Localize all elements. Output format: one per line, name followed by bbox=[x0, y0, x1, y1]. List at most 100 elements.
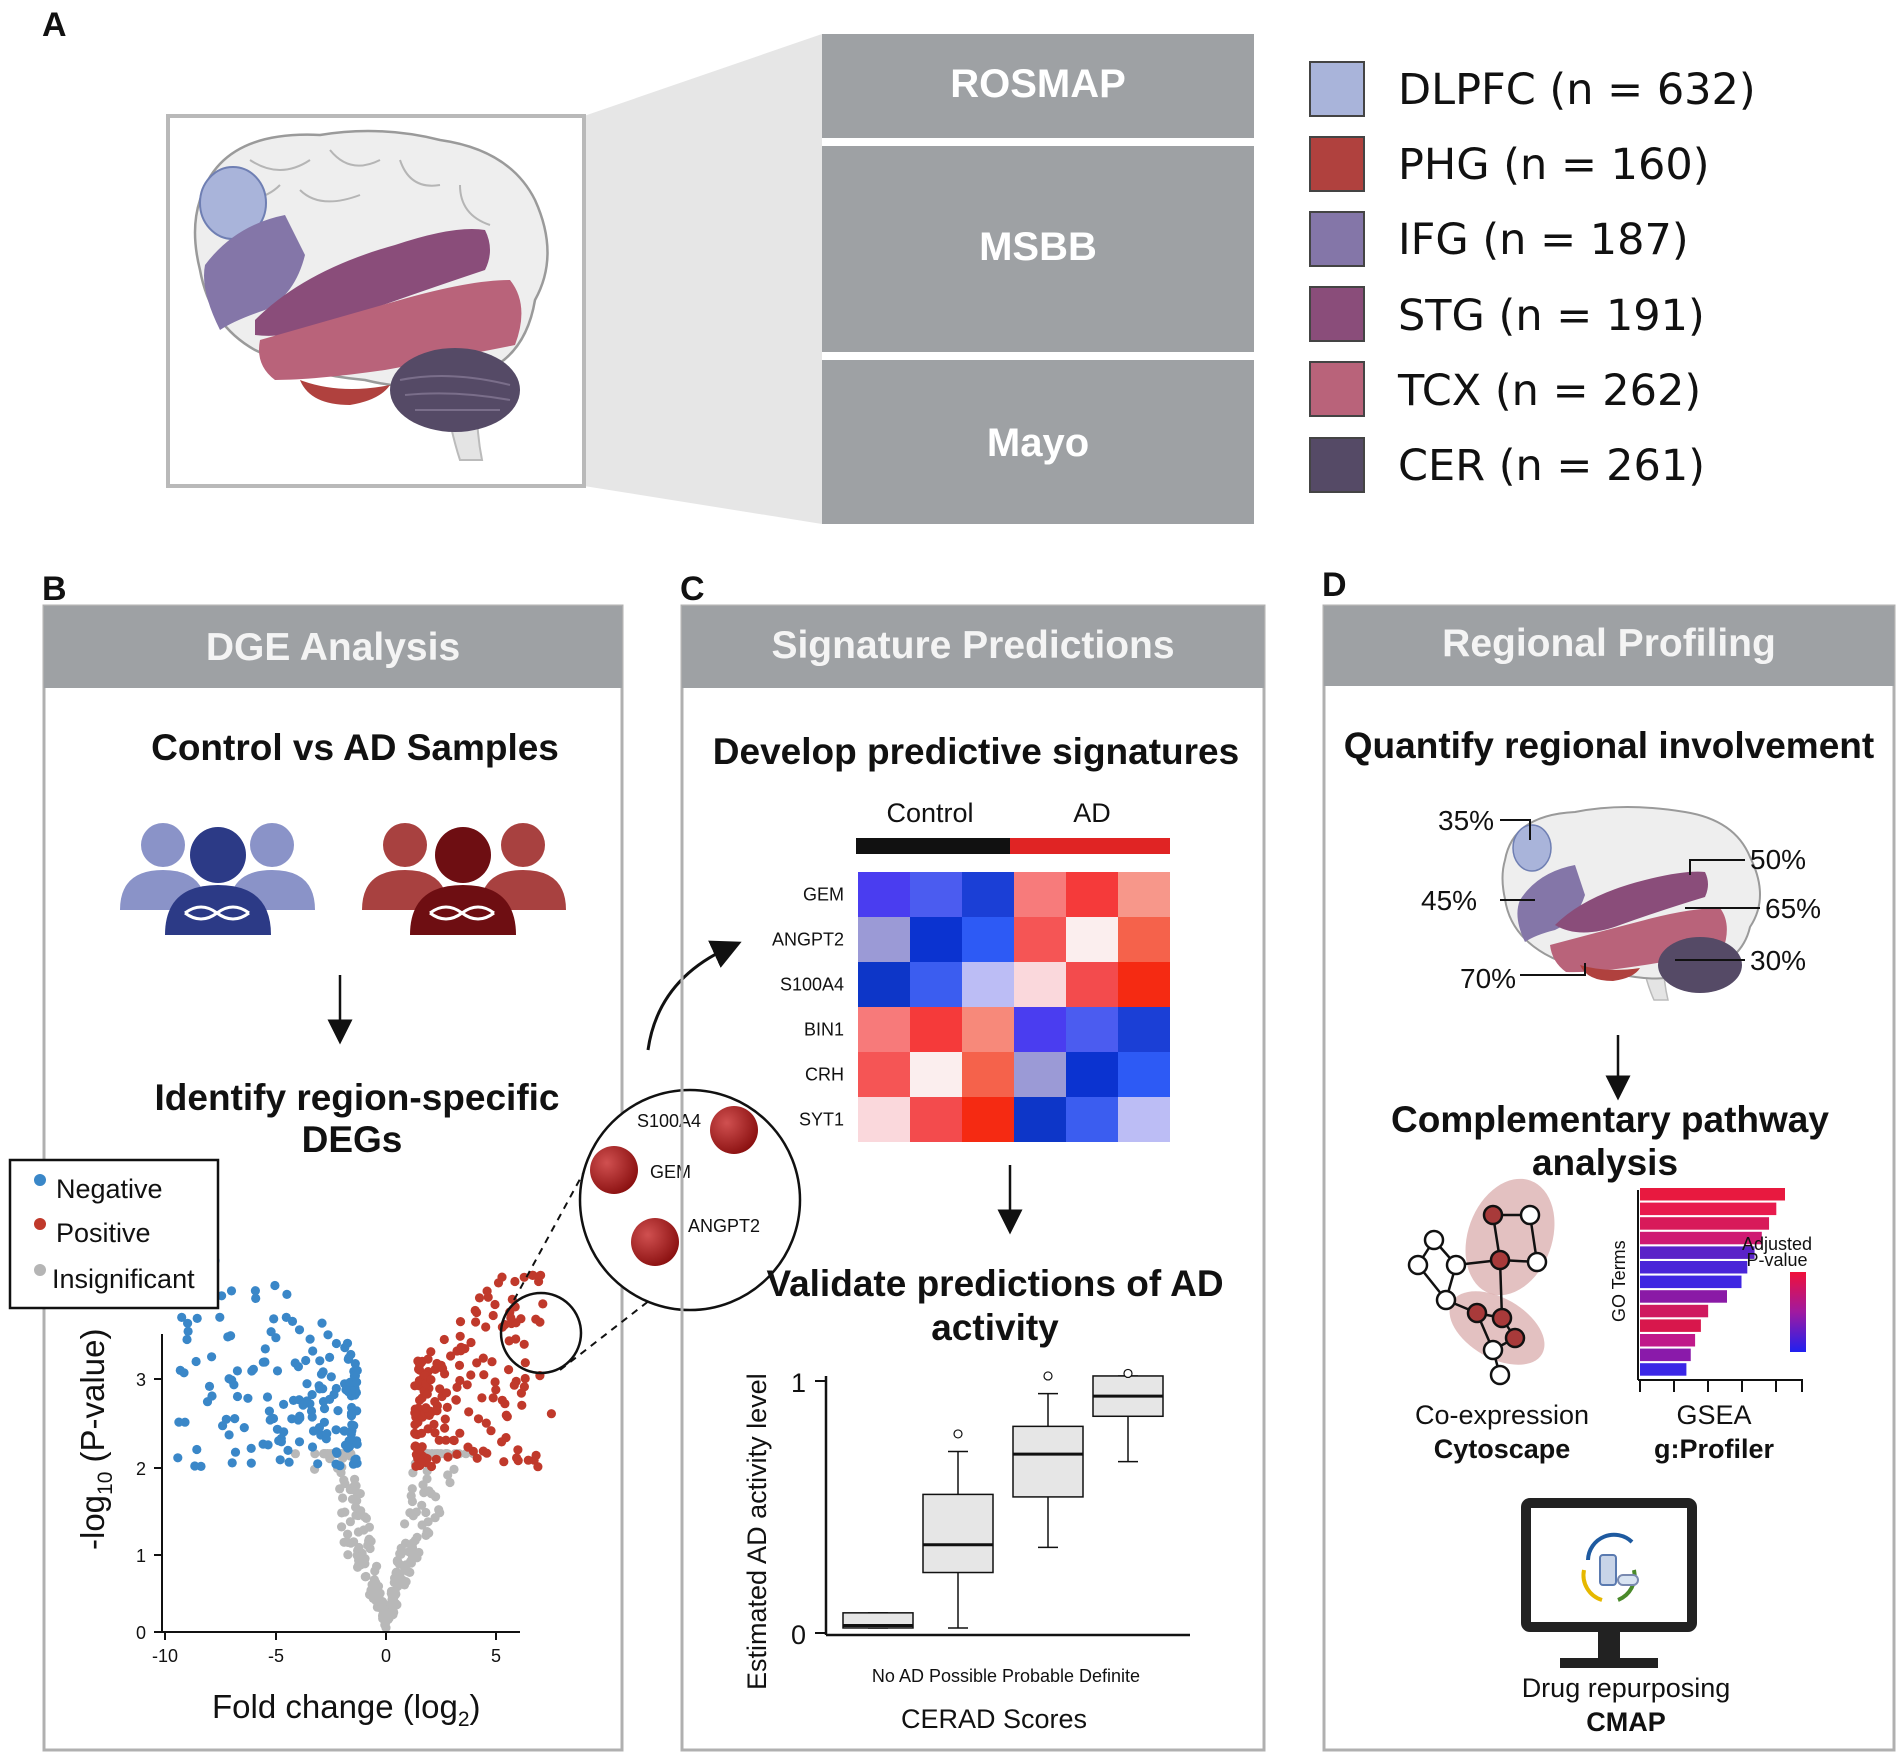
volcano-ytick-0: 0 bbox=[136, 1623, 146, 1643]
gsea-label: GSEA bbox=[1676, 1400, 1751, 1430]
volcano-point bbox=[431, 1454, 441, 1464]
panel-d-header bbox=[1324, 606, 1894, 686]
volcano-point bbox=[351, 1454, 361, 1464]
heatmap-cell bbox=[962, 962, 1014, 1007]
db-label-rosmap: ROSMAP bbox=[950, 62, 1126, 106]
panel-label-d: D bbox=[1322, 566, 1347, 604]
volcano-point bbox=[432, 1406, 442, 1416]
boxplot-outlier bbox=[953, 1429, 963, 1439]
volcano-point bbox=[482, 1448, 492, 1458]
volcano-point bbox=[517, 1400, 527, 1410]
volcano-point bbox=[191, 1356, 201, 1367]
volcano-point bbox=[520, 1373, 530, 1384]
legend-swatch-cer bbox=[1309, 437, 1365, 493]
volcano-point bbox=[440, 1414, 450, 1424]
volcano-point bbox=[308, 1346, 318, 1356]
gene-label-gem: GEM bbox=[650, 1162, 691, 1182]
heatmap-cell bbox=[1118, 962, 1170, 1007]
heatmap-cell bbox=[858, 1097, 910, 1142]
gene-ball-s100a4 bbox=[710, 1106, 758, 1154]
volcano-ytick-3: 3 bbox=[136, 1370, 146, 1390]
volcano-point bbox=[531, 1450, 541, 1460]
volcano-point bbox=[441, 1388, 452, 1398]
adjusted-label-2: P-value bbox=[1746, 1250, 1807, 1270]
volcano-point bbox=[455, 1317, 466, 1327]
panel-c-validate-2: activity bbox=[931, 1307, 1059, 1348]
volcano-point bbox=[305, 1334, 315, 1344]
volcano-point bbox=[423, 1517, 433, 1527]
volcano-plot: 0 1 2 3 -10 -5 0 5 Fold change (log2) -l… bbox=[74, 1256, 557, 1731]
legend-swatch-stg bbox=[1309, 286, 1365, 342]
boxplot-ylabel: Estimated AD activity level bbox=[742, 1373, 772, 1690]
coexpression-network bbox=[1407, 1178, 1555, 1386]
volcano-point bbox=[412, 1532, 422, 1542]
volcano-xlabel: Fold change (log2) bbox=[212, 1688, 481, 1731]
volcano-point bbox=[331, 1338, 341, 1349]
volcano-point bbox=[323, 1330, 333, 1340]
volcano-point bbox=[401, 1538, 411, 1548]
volcano-point bbox=[260, 1344, 270, 1354]
heatmap-cell bbox=[858, 1052, 910, 1097]
heatmap-row-label: BIN1 bbox=[804, 1020, 844, 1040]
volcano-point bbox=[295, 1413, 305, 1423]
volcano-point bbox=[443, 1470, 453, 1480]
heatmap-cell bbox=[910, 1007, 962, 1052]
panel-b-subtitle-1: Identify region-specific bbox=[154, 1077, 559, 1118]
legend-dlpfc: DLPFC (n = 632) bbox=[1398, 65, 1756, 115]
volcano-point bbox=[266, 1327, 276, 1337]
heatmap-row-label: ANGPT2 bbox=[772, 930, 844, 950]
volcano-point bbox=[410, 1408, 420, 1418]
volcano-point bbox=[247, 1366, 257, 1376]
cytoscape-label: Cytoscape bbox=[1434, 1434, 1571, 1464]
volcano-point bbox=[354, 1542, 364, 1553]
volcano-point bbox=[474, 1293, 485, 1303]
volcano-point bbox=[182, 1334, 192, 1345]
gene-label-s100a4: S100A4 bbox=[637, 1111, 701, 1131]
heatmap-row-label: GEM bbox=[803, 885, 844, 905]
heatmap-cell bbox=[910, 1097, 962, 1142]
volcano-point bbox=[288, 1395, 299, 1405]
volcano-point bbox=[481, 1322, 491, 1332]
heatmap-cell bbox=[858, 1007, 910, 1052]
volcano-point bbox=[395, 1570, 405, 1580]
volcano-point bbox=[307, 1442, 318, 1452]
volcano-point bbox=[418, 1480, 428, 1490]
volcano-point bbox=[265, 1415, 275, 1425]
gsea-bar bbox=[1640, 1275, 1742, 1289]
volcano-point bbox=[349, 1421, 359, 1431]
volcano-point bbox=[350, 1359, 360, 1369]
volcano-point bbox=[190, 1461, 200, 1471]
volcano-point bbox=[434, 1435, 444, 1445]
heatmap-row-label: SYT1 bbox=[799, 1110, 844, 1130]
legend-tcx: TCX (n = 262) bbox=[1397, 366, 1701, 416]
percent-tcx: 65% bbox=[1765, 893, 1821, 924]
volcano-point bbox=[246, 1458, 256, 1468]
percent-callouts: 35% 45% 70% 50% 65% 30% bbox=[1421, 805, 1821, 994]
volcano-point bbox=[466, 1337, 476, 1348]
adjusted-label-1: Adjusted bbox=[1742, 1234, 1812, 1254]
legend-stg: STG (n = 191) bbox=[1398, 291, 1705, 341]
volcano-point bbox=[243, 1393, 253, 1403]
heatmap-cell bbox=[910, 872, 962, 917]
volcano-point bbox=[369, 1575, 379, 1585]
volcano-point bbox=[477, 1393, 487, 1403]
volcano-point bbox=[335, 1461, 345, 1471]
volcano-point bbox=[364, 1536, 374, 1546]
panel-d-pathway-2: analysis bbox=[1532, 1142, 1678, 1183]
legend-swatch-tcx bbox=[1309, 361, 1365, 417]
volcano-point bbox=[314, 1423, 324, 1433]
volcano-point bbox=[464, 1407, 474, 1417]
volcano-point bbox=[434, 1505, 444, 1515]
volcano-point bbox=[528, 1270, 538, 1280]
volcano-point bbox=[307, 1390, 317, 1400]
volcano-point bbox=[319, 1404, 330, 1414]
heatmap-cell bbox=[1118, 1097, 1170, 1142]
volcano-point bbox=[346, 1349, 356, 1360]
volcano-point bbox=[446, 1351, 456, 1361]
percent-phg: 70% bbox=[1460, 963, 1516, 994]
volcano-point bbox=[377, 1598, 387, 1608]
volcano-point bbox=[504, 1365, 514, 1375]
volcano-point bbox=[491, 1385, 501, 1395]
volcano-point bbox=[445, 1477, 455, 1488]
volcano-point bbox=[356, 1560, 366, 1570]
